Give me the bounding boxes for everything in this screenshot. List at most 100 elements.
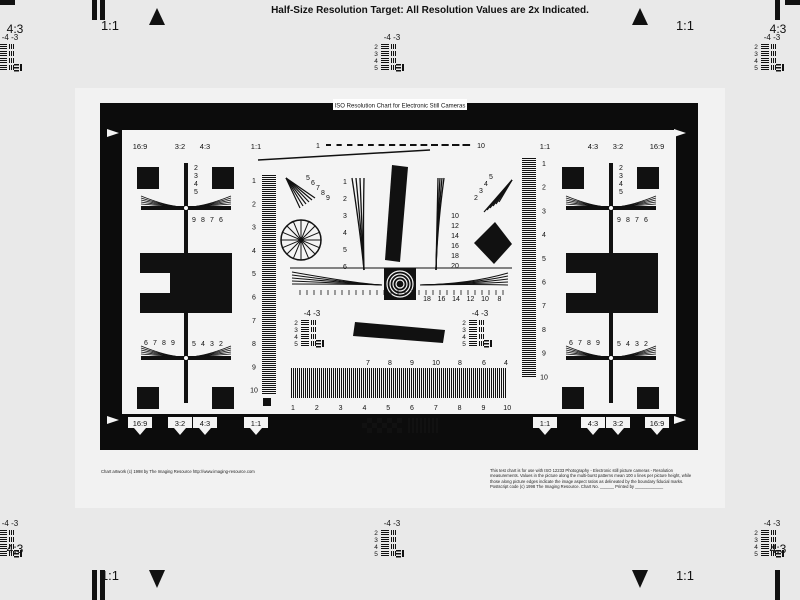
burst-line (522, 242, 536, 243)
group-label-row: 3 (754, 51, 758, 58)
burst-line (522, 274, 536, 275)
ratio-label-4-3: 4:3 (7, 542, 24, 556)
bar-pattern (775, 537, 776, 542)
marker-square (212, 167, 234, 189)
fiducial-triangle (651, 133, 663, 140)
bar-pattern (771, 44, 772, 49)
bar-pattern (381, 551, 389, 552)
bar-pattern (11, 530, 12, 535)
burst-line (262, 269, 276, 270)
bar-pattern (313, 327, 314, 332)
cross-label: 3 (210, 341, 214, 348)
fiducial-triangle (134, 133, 146, 140)
burst-line (393, 368, 394, 398)
bar-pattern (775, 544, 776, 549)
marker-square (137, 167, 159, 189)
burst-line (477, 368, 478, 398)
bar-pattern (311, 320, 312, 325)
cross-label: 4 (194, 181, 198, 188)
bar-pattern (381, 62, 389, 63)
bar-pattern (301, 345, 309, 346)
burst-line (457, 368, 458, 398)
bar-pattern (395, 530, 396, 535)
burst-line (522, 348, 536, 349)
bar-pattern (391, 544, 392, 549)
fan-label: 6 (311, 180, 315, 187)
group-label-row: 5 (374, 65, 378, 72)
bar-pattern (393, 551, 394, 556)
bar-pattern (0, 58, 7, 59)
burst-line (262, 245, 276, 246)
bar-pattern (381, 60, 389, 61)
burst-line (522, 290, 536, 291)
bar-pattern (11, 537, 12, 542)
footer-left-note: Chart artwork (c) 1998 by The Imaging Re… (101, 469, 255, 474)
burst-line (491, 368, 492, 398)
burst-line (522, 374, 536, 375)
fiducial-bar (92, 0, 97, 20)
burst-line (262, 241, 276, 242)
burst-line (351, 368, 352, 398)
group-label-top: -4 -3 (764, 33, 781, 42)
burst-line (419, 368, 420, 398)
fiducial-bar (775, 0, 780, 20)
bar-pattern (13, 44, 14, 49)
cross-label: 5 (194, 189, 198, 196)
burst-line (401, 368, 402, 398)
scale-bar (399, 144, 406, 146)
bar-pattern (396, 550, 401, 552)
burst-line (522, 370, 536, 371)
burst-line (389, 368, 390, 398)
right-scale-label: 4 (542, 232, 546, 239)
bar-pattern (301, 338, 309, 339)
burst-line (262, 175, 276, 176)
burst-line (262, 327, 276, 328)
checker-cell (382, 423, 387, 428)
burst-line (262, 229, 276, 230)
bar-pattern (9, 58, 10, 63)
bar-pattern (484, 340, 489, 342)
bar-pattern (393, 51, 394, 56)
burst-line (449, 368, 450, 398)
right-scale-label: 1 (542, 161, 546, 168)
bar-pattern (402, 64, 404, 71)
bar-pattern (0, 546, 7, 547)
bar-pattern (13, 544, 14, 549)
bar-pattern (483, 341, 484, 346)
footer-right-note: This test chart is for use with ISO 1223… (490, 468, 692, 490)
cross-label: 3 (619, 173, 623, 180)
wedge-line (565, 203, 608, 208)
bar-pattern (381, 48, 389, 49)
burst-line (262, 377, 276, 378)
burst-line (522, 194, 536, 195)
burst-line (262, 381, 276, 382)
burst-line (522, 352, 536, 353)
ratio-label-1-1: 1:1 (101, 18, 119, 33)
burst-line (522, 204, 536, 205)
bar-pattern (469, 331, 477, 332)
burst-line (262, 191, 276, 192)
burst-line (353, 368, 354, 398)
bar-pattern (11, 44, 12, 49)
bar-pattern (432, 418, 434, 433)
burst-line (333, 368, 334, 398)
burst-line (435, 368, 436, 398)
burst-line (299, 368, 300, 398)
slanted-edge (257, 149, 431, 161)
bar-pattern (316, 340, 321, 342)
fiducial-triangle (134, 428, 146, 435)
bar-pattern (761, 553, 769, 554)
group-label-row: 2 (374, 44, 378, 51)
burst-line (387, 368, 388, 398)
bar-pattern (9, 44, 10, 49)
burst-line (522, 226, 536, 227)
chart-title: ISO Resolution Chart for Electronic Stil… (335, 104, 466, 110)
scale-bar (326, 144, 331, 146)
fiducial-triangle (674, 129, 686, 137)
bottom-scale-label: 9 (481, 405, 485, 412)
aspect-tab (128, 417, 152, 428)
bar-pattern (776, 556, 781, 558)
bar-pattern (13, 551, 14, 556)
aspect-tab-label: 16:9 (650, 419, 665, 428)
bar-pattern (0, 534, 7, 535)
